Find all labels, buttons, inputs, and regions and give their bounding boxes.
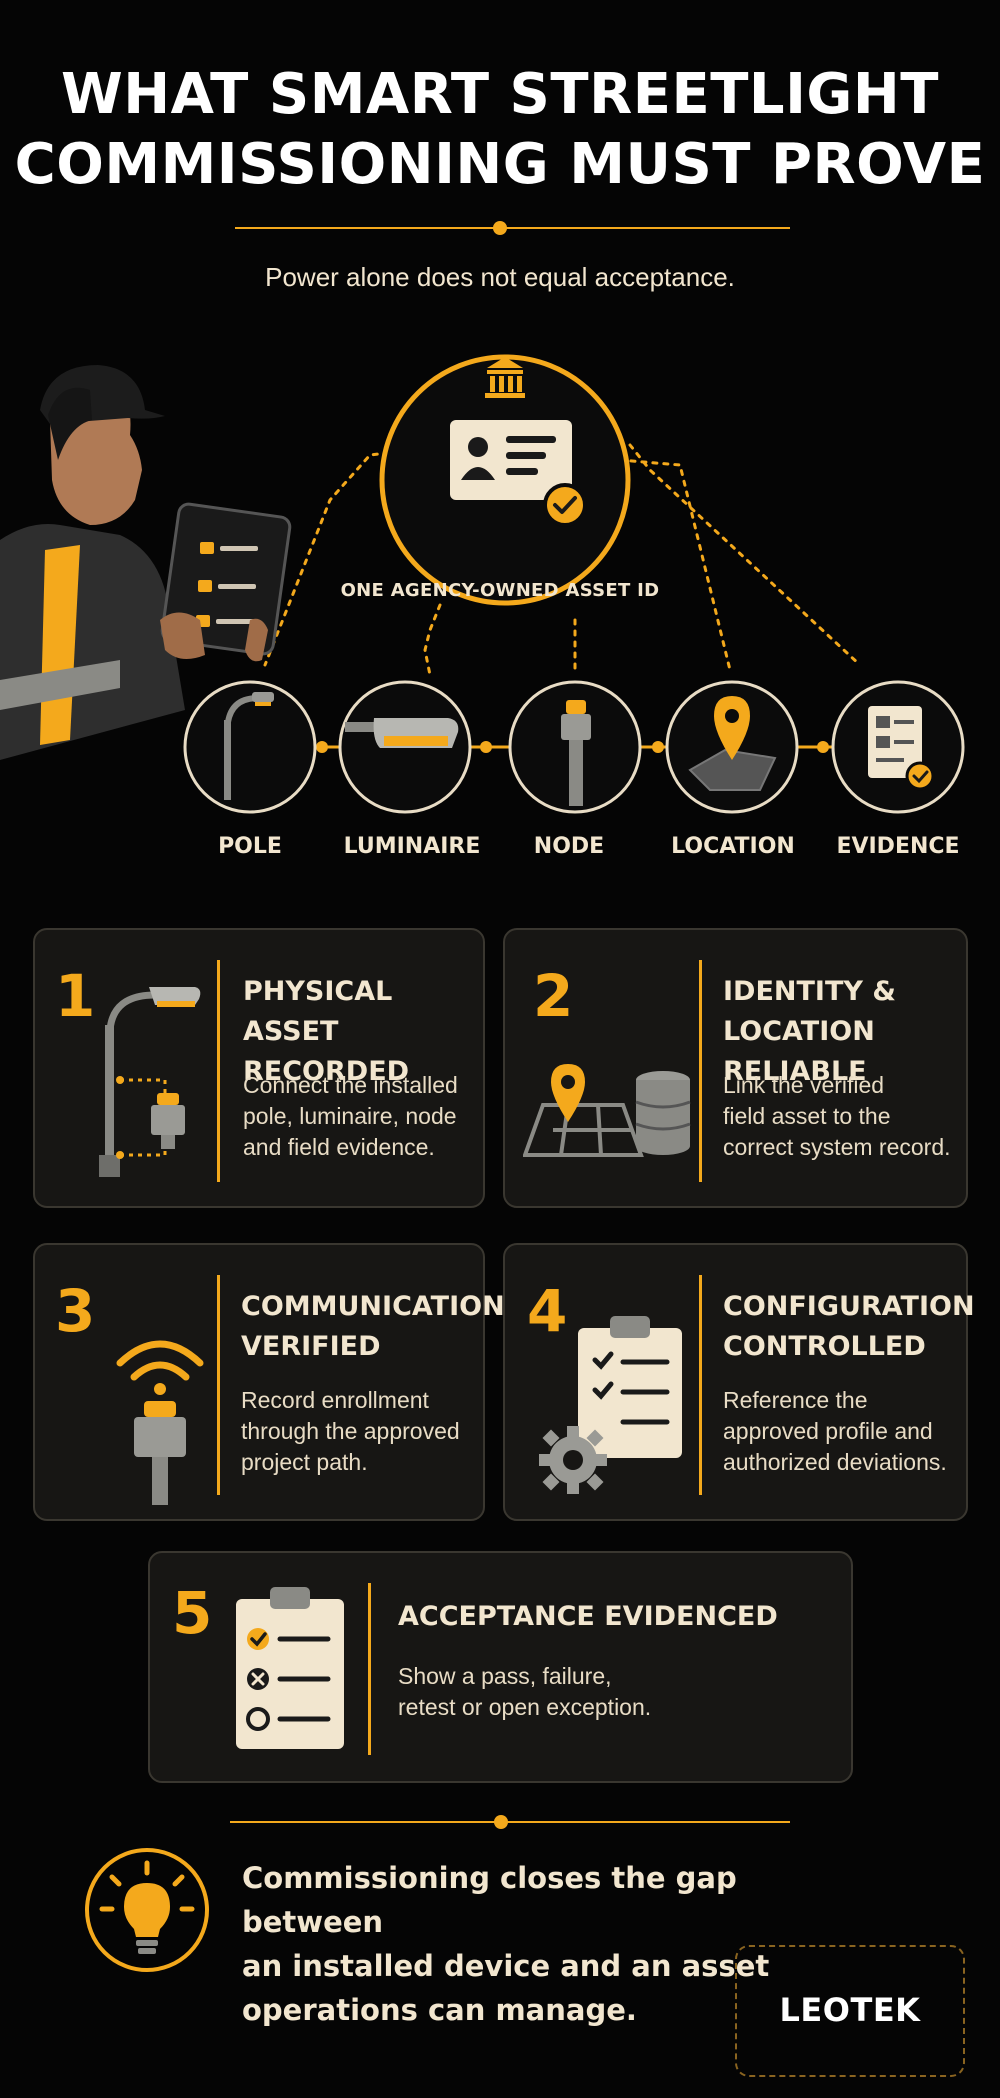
footer-divider bbox=[230, 1821, 790, 1823]
asset-label-location: LOCATION bbox=[671, 834, 795, 859]
map-database-icon bbox=[523, 1064, 691, 1157]
checklist-clipboard-icon bbox=[236, 1587, 344, 1749]
node-icon bbox=[561, 700, 591, 806]
step-title: PHYSICAL ASSET RECORDED bbox=[243, 976, 410, 1087]
asset-circle-pole bbox=[183, 680, 317, 814]
card-accent-line bbox=[217, 1275, 220, 1495]
luminaire-icon bbox=[345, 718, 459, 748]
step-title: ACCEPTANCE EVIDENCED bbox=[398, 1601, 778, 1632]
step-description: Record enrollment through the approved p… bbox=[241, 1387, 460, 1475]
step-title: COMMUNICATIONS VERIFIED bbox=[241, 1291, 525, 1362]
header-divider bbox=[235, 227, 790, 229]
card-accent-line bbox=[368, 1583, 371, 1755]
step-number: 2 bbox=[533, 962, 574, 1030]
id-card-icon bbox=[450, 420, 572, 500]
card-accent-line bbox=[699, 960, 702, 1182]
lightbulb-icon bbox=[85, 1848, 209, 1972]
step-description: Show a pass, failure, retest or open exc… bbox=[398, 1663, 652, 1720]
step-number: 4 bbox=[527, 1277, 568, 1345]
title-line-2: COMMISSIONING MUST PROVE bbox=[14, 132, 986, 197]
page-title: WHAT SMART STREETLIGHT COMMISSIONING MUS… bbox=[0, 60, 1000, 200]
brand-logo: LEOTEK bbox=[779, 1991, 921, 2029]
wireless-node-icon bbox=[116, 1340, 204, 1505]
step-title: CONFIGURATION CONTROLLED bbox=[723, 1291, 975, 1362]
clipboard-gear-icon bbox=[539, 1316, 682, 1494]
asset-label-node: NODE bbox=[533, 834, 605, 859]
logo-box: LEOTEK bbox=[735, 1945, 965, 2077]
footer-statement: Commissioning closes the gap between an … bbox=[242, 1861, 770, 2027]
location-pin-icon bbox=[688, 696, 777, 791]
header-divider-dot bbox=[493, 221, 507, 235]
step-title: IDENTITY & LOCATION RELIABLE bbox=[723, 976, 896, 1087]
hub-label: ONE AGENCY-OWNED ASSET ID bbox=[340, 580, 660, 601]
step-card-3: 3 COMMUNICATIONS VERIFIED Record enrollm… bbox=[33, 1243, 525, 1521]
step-number: 5 bbox=[172, 1579, 213, 1647]
asset-label-luminaire: LUMINAIRE bbox=[343, 834, 481, 859]
check-badge-icon bbox=[543, 483, 587, 527]
card-accent-line bbox=[217, 960, 220, 1182]
asset-label-pole: POLE bbox=[218, 834, 282, 859]
step-card-4: 4 CONFIGURATION CONTROLLED Reference the… bbox=[503, 1243, 975, 1521]
asset-hub-diagram bbox=[0, 354, 965, 814]
connector-evidence bbox=[628, 443, 862, 667]
technician-illustration bbox=[0, 365, 292, 760]
title-line-1: WHAT SMART STREETLIGHT bbox=[61, 62, 939, 127]
step-card-1: 1 PHYSICAL ASSET RECORDED Connect the in… bbox=[33, 928, 485, 1208]
step-card-5: 5 ACCEPTANCE EVIDENCED Show a pass, fail… bbox=[148, 1551, 853, 1783]
step-card-2: 2 IDENTITY & LOCATION RELIABLE Link the … bbox=[503, 928, 968, 1208]
subtitle: Power alone does not equal acceptance. bbox=[265, 262, 735, 292]
step-description: Link the verified field asset to the cor… bbox=[723, 1072, 951, 1160]
asset-dots bbox=[316, 741, 829, 753]
asset-label-evidence: EVIDENCE bbox=[836, 834, 960, 859]
step-description: Connect the installed pole, luminaire, n… bbox=[243, 1072, 458, 1160]
card-accent-line bbox=[699, 1275, 702, 1495]
step-description: Reference the approved profile and autho… bbox=[723, 1387, 947, 1475]
step-number: 1 bbox=[55, 962, 96, 1030]
bank-icon bbox=[485, 357, 525, 398]
pole-node-icon bbox=[99, 987, 201, 1177]
connector-location bbox=[618, 458, 732, 672]
pole-icon bbox=[224, 692, 274, 800]
connector-worker bbox=[263, 448, 412, 667]
step-number: 3 bbox=[55, 1277, 96, 1345]
connector-luminaire bbox=[423, 603, 442, 677]
evidence-document-icon bbox=[868, 706, 935, 791]
footer-divider-dot bbox=[494, 1815, 508, 1829]
